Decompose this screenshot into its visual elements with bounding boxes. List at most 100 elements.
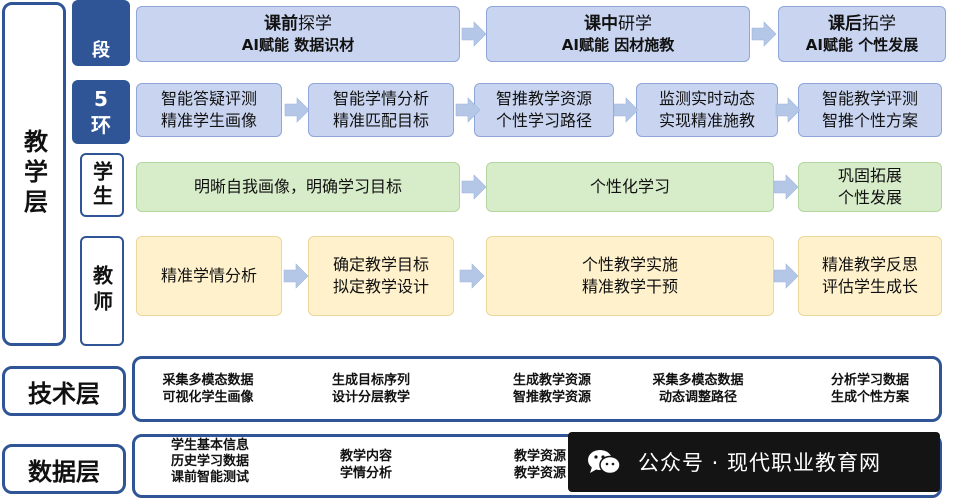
arrow-right-icon — [613, 97, 639, 123]
tech-layer-box: 技术层 — [2, 366, 126, 416]
tech-items-box — [132, 356, 942, 422]
data-item-line2: 历史学习数据 — [170, 454, 249, 469]
tech-item-line1: 采集多模态数据 — [162, 373, 254, 388]
phase-pre-rest: 探学 — [298, 13, 332, 34]
arrow-right-icon — [284, 97, 310, 123]
tech-item-line2: 可视化学生画像 — [162, 390, 254, 405]
five-link-box: 智推教学资源 个性学习路径 — [474, 83, 614, 137]
watermark-text: 公众号 · 现代职业教育网 — [638, 451, 882, 475]
five-link-line2: 精准学生画像 — [160, 111, 257, 130]
teacher-box: 精准学情分析 — [136, 236, 282, 316]
tech-item-line1: 生成目标序列 — [331, 373, 410, 388]
student-tag-label: 学生 — [89, 161, 114, 209]
teacher-box-line2: 精准教学干预 — [581, 277, 678, 296]
five-link-line2: 实现精准施教 — [658, 111, 755, 130]
data-item-line2: 学情分析 — [339, 466, 392, 481]
five-link-line2: 智推个性方案 — [821, 111, 918, 130]
phase-in-rest: 研学 — [618, 13, 652, 34]
five-link-box: 监测实时动态 实现精准施教 — [636, 83, 778, 137]
teaching-layer-box: 教学层 — [2, 2, 66, 346]
teacher-box-line2: 拟定教学设计 — [332, 277, 429, 296]
student-box: 巩固拓展 个性发展 — [798, 162, 942, 212]
data-item-line1: 教学内容 — [339, 449, 392, 464]
phase-pre-sub: AI赋能 数据识材 — [241, 35, 355, 54]
student-tag: 学生 — [80, 153, 124, 217]
phase-post-rest: 拓学 — [862, 13, 896, 34]
tech-item-line2: 动态调整路径 — [658, 390, 737, 405]
arrow-right-icon — [773, 263, 799, 289]
phase-in-bold: 课中 — [584, 13, 618, 34]
arrow-right-icon — [459, 263, 485, 289]
five-link-line1: 智能学情分析 — [332, 89, 429, 108]
tech-item: 生成教学资源 智推教学资源 — [494, 372, 610, 406]
teacher-box-line1: 精准教学反思 — [821, 255, 918, 274]
data-item-line1: 学生基本信息 — [170, 438, 249, 453]
data-item: 教学内容 学情分析 — [318, 448, 414, 482]
watermark-banner: 公众号 · 现代职业教育网 — [568, 432, 940, 492]
five-link-line1: 智推教学资源 — [495, 89, 592, 108]
data-item: 教学资源 教学资源 — [500, 448, 580, 482]
data-item-line3: 课前智能测试 — [170, 470, 249, 485]
arrow-right-icon — [461, 174, 487, 200]
data-item-line1: 教学资源 — [513, 449, 566, 464]
teacher-tag: 教师 — [80, 236, 124, 346]
teacher-box-line1: 个性教学实施 — [581, 255, 678, 274]
teacher-box: 精准教学反思 评估学生成长 — [798, 236, 942, 316]
teacher-box-line1: 确定教学目标 — [332, 255, 429, 274]
teacher-box: 确定教学目标 拟定教学设计 — [308, 236, 454, 316]
arrow-right-icon — [775, 97, 801, 123]
tech-item: 采集多模态数据 动态调整路径 — [636, 372, 760, 406]
phase-post-sub: AI赋能 个性发展 — [805, 35, 919, 54]
five-links-tag-top: 5 — [94, 87, 108, 111]
wechat-icon — [586, 448, 622, 476]
teacher-box-line2: 评估学生成长 — [821, 277, 918, 296]
data-item-line2: 教学资源 — [513, 466, 566, 481]
tech-layer-label: 技术层 — [28, 379, 100, 408]
tech-item-line2: 生成个性方案 — [830, 390, 909, 405]
arrow-right-icon — [751, 21, 777, 47]
data-layer-box: 数据层 — [2, 444, 126, 494]
five-link-box: 智能学情分析 精准匹配目标 — [308, 83, 454, 137]
stage-tag: 段 — [72, 0, 130, 66]
teaching-layer-label: 教学层 — [19, 129, 48, 219]
five-links-tag: 5 环 — [72, 80, 130, 144]
five-links-tag-bottom: 环 — [91, 113, 111, 137]
student-box-line1: 明晰自我画像，明确学习目标 — [193, 177, 402, 196]
phase-in-sub: AI赋能 因材施教 — [561, 35, 675, 54]
five-link-line1: 监测实时动态 — [658, 89, 755, 108]
five-link-box: 智能答疑评测 精准学生画像 — [136, 83, 282, 137]
tech-item-line1: 采集多模态数据 — [652, 373, 744, 388]
tech-item-line2: 设计分层教学 — [331, 390, 410, 405]
five-link-line2: 个性学习路径 — [495, 111, 592, 130]
tech-item: 分析学习数据 生成个性方案 — [812, 372, 928, 406]
teacher-box-line1: 精准学情分析 — [160, 266, 257, 285]
student-box: 个性化学习 — [486, 162, 774, 212]
arrow-right-icon — [283, 263, 309, 289]
tech-item-line2: 智推教学资源 — [512, 390, 591, 405]
student-box-line1: 巩固拓展 — [837, 166, 902, 185]
phase-in-class: 课中研学 AI赋能 因材施教 — [486, 6, 750, 62]
stage-tag-label: 段 — [92, 40, 110, 61]
student-box-line1: 个性化学习 — [589, 177, 670, 196]
five-link-line1: 智能答疑评测 — [160, 89, 257, 108]
five-link-line2: 精准匹配目标 — [332, 111, 429, 130]
phase-post-bold: 课后 — [828, 13, 862, 34]
five-link-line1: 智能教学评测 — [821, 89, 918, 108]
data-item: 学生基本信息 历史学习数据 课前智能测试 — [140, 438, 280, 486]
arrow-right-icon — [773, 174, 799, 200]
teacher-box: 个性教学实施 精准教学干预 — [486, 236, 774, 316]
data-layer-label: 数据层 — [28, 457, 100, 486]
student-box: 明晰自我画像，明确学习目标 — [136, 162, 460, 212]
student-box-line2: 个性发展 — [837, 188, 902, 207]
arrow-right-icon — [461, 21, 487, 47]
five-link-box: 智能教学评测 智推个性方案 — [798, 83, 942, 137]
tech-item-line1: 分析学习数据 — [830, 373, 909, 388]
tech-item: 采集多模态数据 可视化学生画像 — [146, 372, 270, 406]
phase-post-class: 课后拓学 AI赋能 个性发展 — [778, 6, 946, 62]
tech-item: 生成目标序列 设计分层教学 — [316, 372, 426, 406]
phase-pre-bold: 课前 — [264, 13, 298, 34]
wechat-icon-svg — [588, 450, 621, 475]
phase-pre-class: 课前探学 AI赋能 数据识材 — [136, 6, 460, 62]
tech-item-line1: 生成教学资源 — [512, 373, 591, 388]
teacher-tag-label: 教师 — [89, 265, 114, 317]
